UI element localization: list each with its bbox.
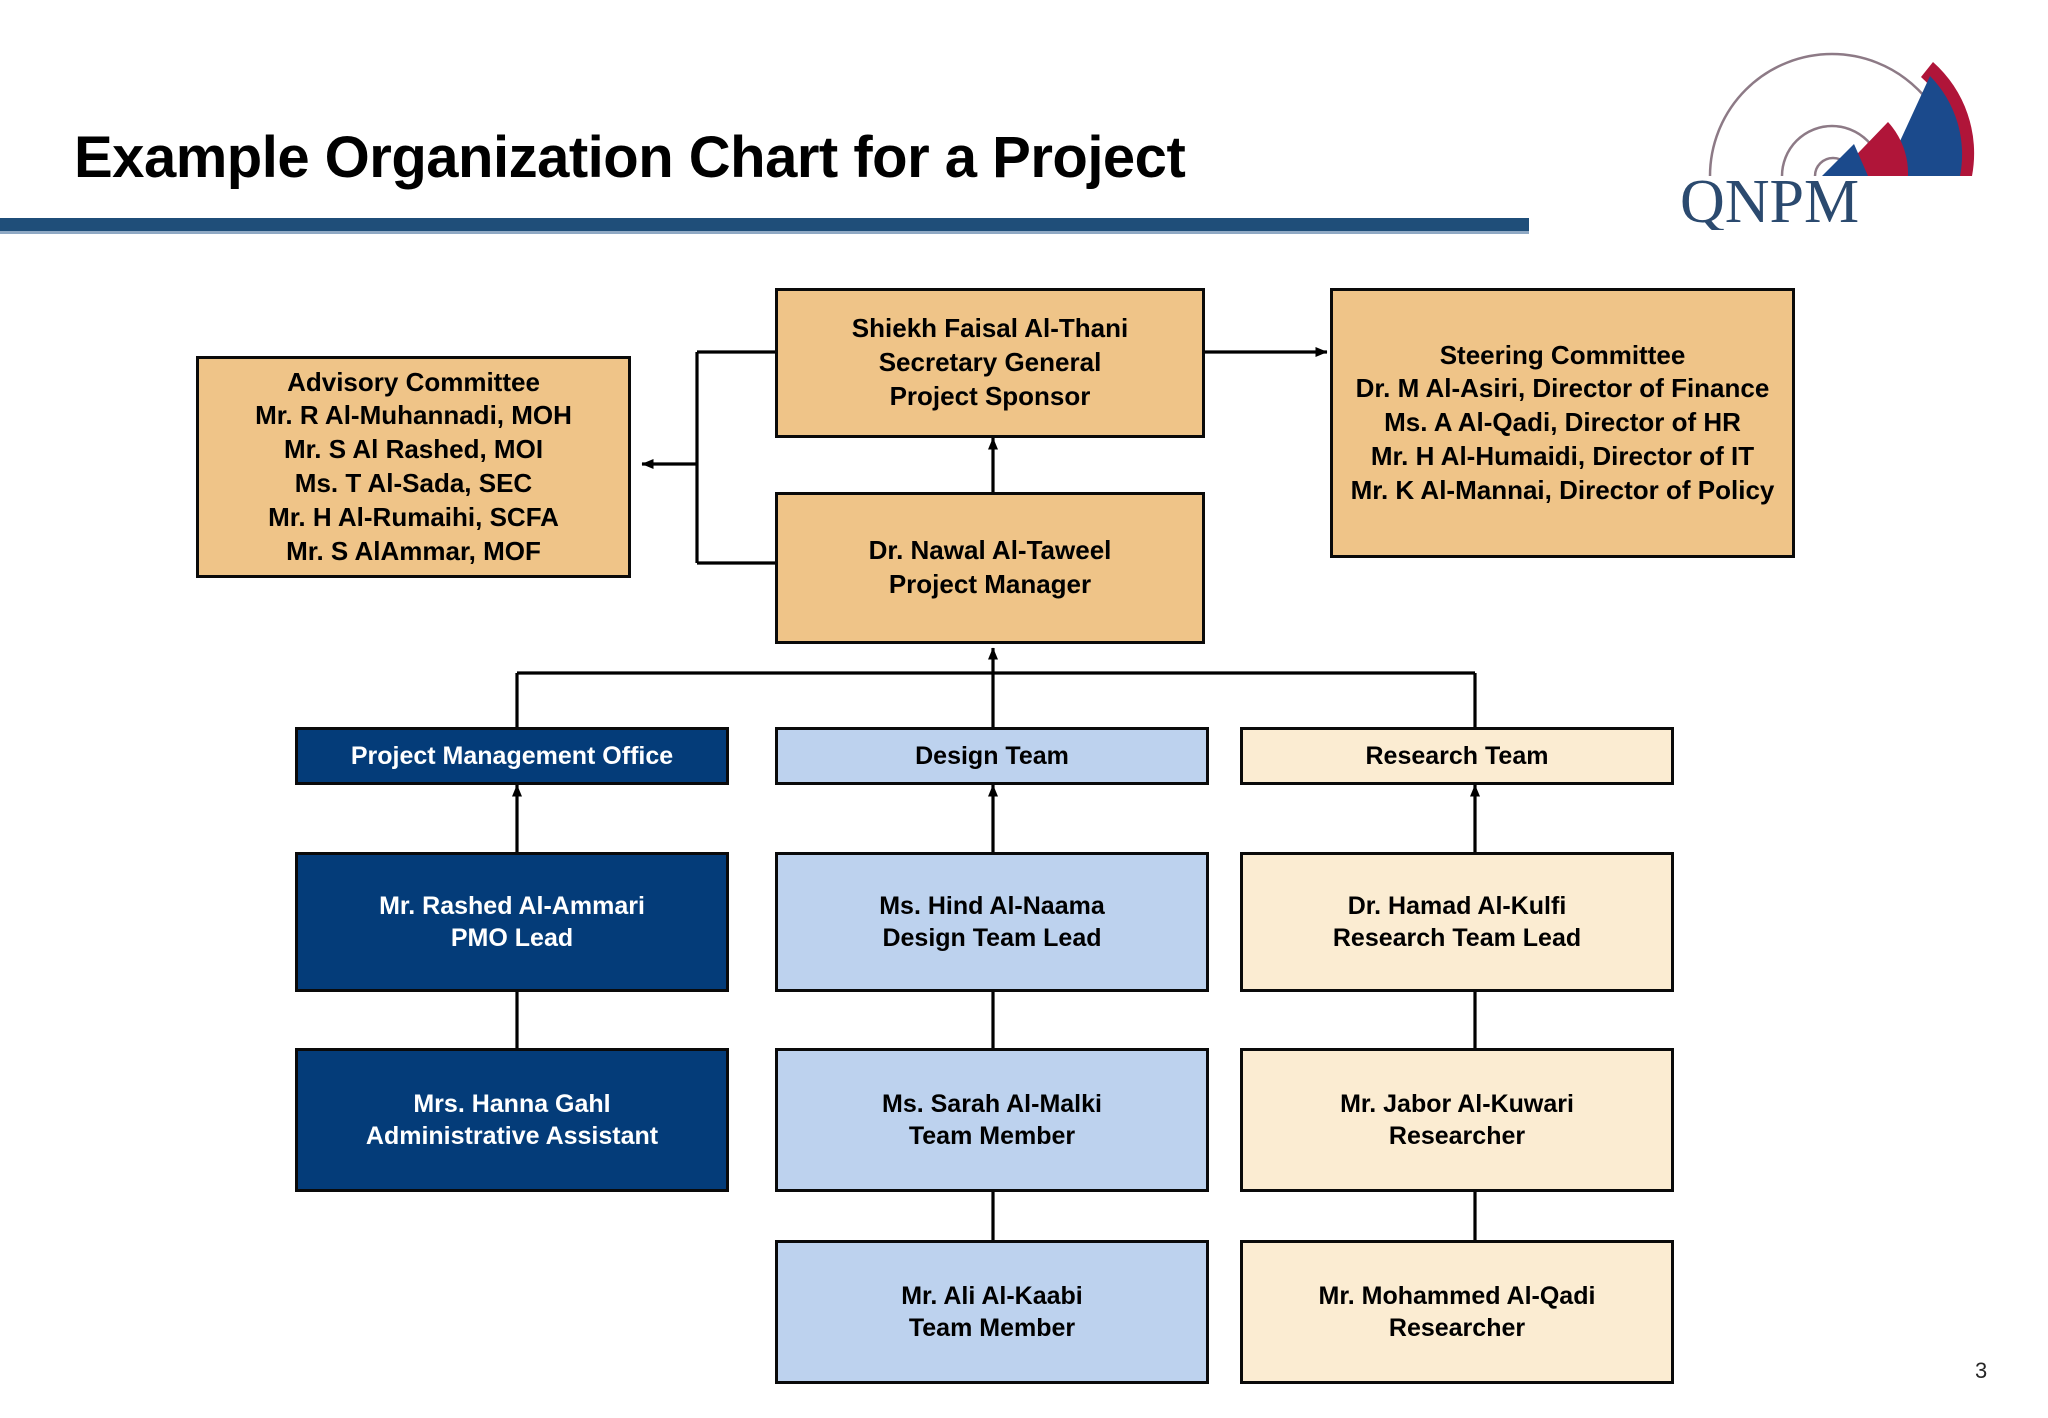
advisory-line-1: Advisory Committee — [287, 366, 540, 397]
node-research-lead[interactable]: Dr. Hamad Al-Kulfi Research Team Lead — [1240, 852, 1674, 992]
advisory-line-6: Mr. S AlAmmar, MOF — [286, 535, 541, 566]
advisory-line-2: Mr. R Al-Muhannadi, MOH — [255, 400, 572, 431]
design-member-1-line-2: Team Member — [908, 1122, 1076, 1150]
node-design-lead[interactable]: Ms. Hind Al-Naama Design Team Lead — [775, 852, 1209, 992]
node-pmo-assistant[interactable]: Mrs. Hanna Gahl Administrative Assistant — [295, 1048, 729, 1192]
steering-line-2: Dr. M Al-Asiri, Director of Finance — [1355, 373, 1770, 404]
advisory-line-4: Ms. T Al-Sada, SEC — [294, 468, 533, 498]
steering-line-4: Mr. H Al-Humaidi, Director of IT — [1370, 440, 1755, 471]
design-member-1-line-1: Ms. Sarah Al-Malki — [882, 1089, 1102, 1118]
title-rule-accent — [0, 231, 1529, 234]
design-lead-line-2: Design Team Lead — [882, 924, 1102, 952]
pm-line-2: Project Manager — [888, 569, 1092, 599]
steering-line-3: Ms. A Al-Qadi, Director of HR — [1384, 407, 1741, 438]
title-rule — [0, 218, 1529, 231]
research-member-2-line-1: Mr. Mohammed Al-Qadi — [1318, 1281, 1596, 1310]
research-lead-line-1: Dr. Hamad Al-Kulfi — [1347, 891, 1567, 920]
sponsor-line-3: Project Sponsor — [889, 380, 1091, 411]
research-header-label: Research Team — [1365, 741, 1549, 770]
pmo-lead-line-1: Mr. Rashed Al-Ammari — [379, 891, 645, 920]
logo-wordmark: QNPM — [1680, 168, 1859, 230]
node-research-header[interactable]: Research Team — [1240, 727, 1674, 785]
node-project-manager[interactable]: Dr. Nawal Al-Taweel Project Manager — [775, 492, 1205, 644]
node-design-member-2[interactable]: Mr. Ali Al-Kaabi Team Member — [775, 1240, 1209, 1384]
sponsor-line-2: Secretary General — [878, 347, 1102, 378]
pmo-lead-line-2: PMO Lead — [450, 924, 574, 952]
steering-line-1: Steering Committee — [1439, 339, 1686, 370]
pmo-assistant-line-2: Administrative Assistant — [365, 1122, 659, 1150]
design-lead-line-1: Ms. Hind Al-Naama — [879, 891, 1105, 920]
qnpm-logo: QNPM — [1672, 14, 2032, 230]
node-project-sponsor[interactable]: Shiekh Faisal Al-Thani Secretary General… — [775, 288, 1205, 438]
node-advisory-committee[interactable]: Advisory Committee Mr. R Al-Muhannadi, M… — [196, 356, 631, 578]
research-member-1-line-1: Mr. Jabor Al-Kuwari — [1340, 1089, 1574, 1118]
pmo-header-label: Project Management Office — [350, 741, 674, 770]
node-pmo-header[interactable]: Project Management Office — [295, 727, 729, 785]
node-research-member-1[interactable]: Mr. Jabor Al-Kuwari Researcher — [1240, 1048, 1674, 1192]
node-design-member-1[interactable]: Ms. Sarah Al-Malki Team Member — [775, 1048, 1209, 1192]
research-member-1-line-2: Researcher — [1388, 1122, 1526, 1150]
page-title: Example Organization Chart for a Project — [74, 125, 1186, 190]
advisory-line-5: Mr. H Al-Rumaihi, SCFA — [268, 501, 559, 532]
research-member-2-line-2: Researcher — [1388, 1314, 1526, 1342]
pm-line-1: Dr. Nawal Al-Taweel — [868, 535, 1112, 566]
design-header-label: Design Team — [915, 741, 1069, 770]
page-number: 3 — [1975, 1358, 1988, 1383]
steering-line-5: Mr. K Al-Mannai, Director of Policy — [1350, 474, 1775, 505]
research-lead-line-2: Research Team Lead — [1332, 924, 1582, 952]
design-member-2-line-2: Team Member — [908, 1314, 1076, 1342]
node-research-member-2[interactable]: Mr. Mohammed Al-Qadi Researcher — [1240, 1240, 1674, 1384]
pmo-assistant-line-1: Mrs. Hanna Gahl — [413, 1089, 611, 1118]
node-design-header[interactable]: Design Team — [775, 727, 1209, 785]
node-steering-committee[interactable]: Steering Committee Dr. M Al-Asiri, Direc… — [1330, 288, 1795, 558]
node-pmo-lead[interactable]: Mr. Rashed Al-Ammari PMO Lead — [295, 852, 729, 992]
advisory-line-3: Mr. S Al Rashed, MOI — [283, 434, 544, 465]
sponsor-line-1: Shiekh Faisal Al-Thani — [851, 313, 1129, 344]
design-member-2-line-1: Mr. Ali Al-Kaabi — [901, 1281, 1083, 1310]
